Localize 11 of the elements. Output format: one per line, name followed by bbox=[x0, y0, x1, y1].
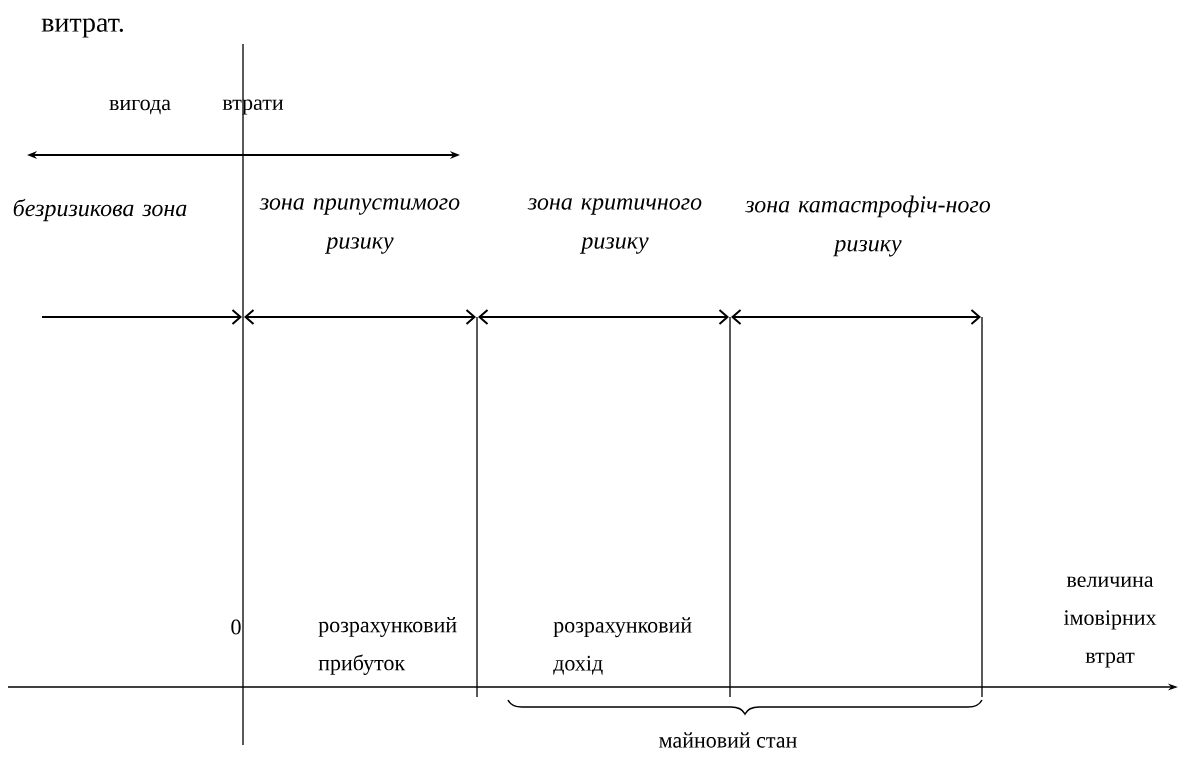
brace-label: майновий стан bbox=[659, 732, 797, 748]
zone-label: безризикова зона bbox=[13, 198, 187, 222]
direction-label: вигода bbox=[109, 99, 171, 115]
value-label: розрахунковий дохід bbox=[553, 617, 692, 675]
zone-label: зона критичного ризику bbox=[527, 198, 702, 254]
axis-label: величина імовірних втрат bbox=[1063, 576, 1157, 668]
value-label: розрахунковий прибуток bbox=[318, 617, 457, 675]
origin-label: 0 bbox=[231, 619, 241, 635]
heading-fragment: витрат. bbox=[41, 18, 123, 38]
zone-label: зона припустимого ризику bbox=[259, 198, 460, 254]
zone-label: зона катастрофіч-ного ризику bbox=[744, 195, 991, 257]
